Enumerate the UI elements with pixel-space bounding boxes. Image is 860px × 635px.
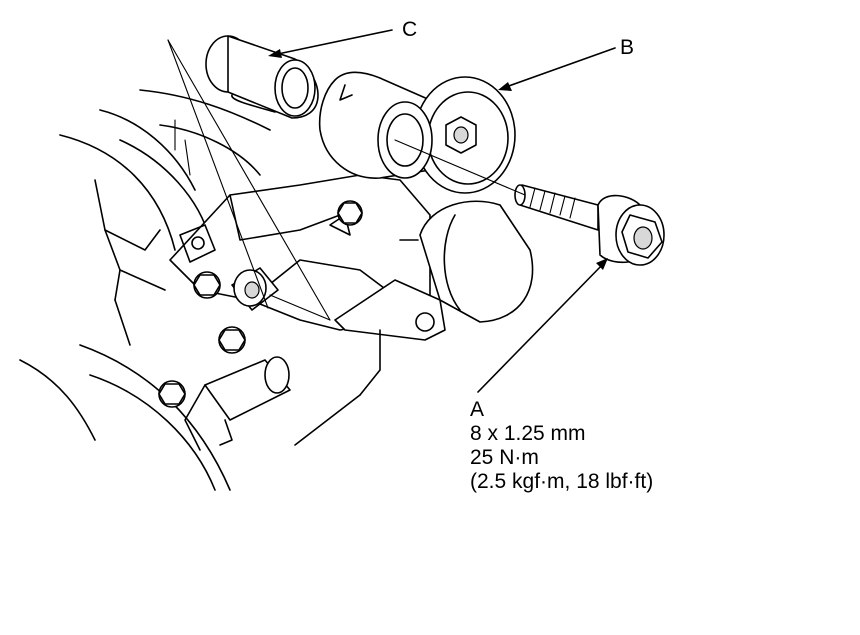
bolt-size: 8 x 1.25 mm: [470, 422, 586, 445]
stud-and-nut: [231, 267, 279, 311]
tensioner-body: [399, 200, 534, 323]
leader-lines: [268, 29, 616, 393]
collar-c: [205, 35, 319, 119]
callout-label-b: B: [620, 36, 635, 59]
sensor-housing: [184, 356, 291, 451]
flange-nuts: [158, 200, 363, 408]
torque-value: 25 N·m: [470, 446, 539, 469]
engine-housing: [19, 89, 271, 491]
idler-pulley-b: [318, 71, 516, 194]
bolt-specification: A 8 x 1.25 mm 25 N·m (2.5 kgf·m, 18 lbf·…: [470, 398, 653, 494]
torque-alt-units: (2.5 kgf·m, 18 lbf·ft): [470, 470, 654, 493]
mounting-bracket: [169, 174, 446, 446]
callout-label-a: A: [470, 398, 485, 421]
callout-label-c: C: [402, 18, 418, 41]
bolt-a: [514, 184, 665, 266]
alignment-lines: [167, 39, 526, 321]
